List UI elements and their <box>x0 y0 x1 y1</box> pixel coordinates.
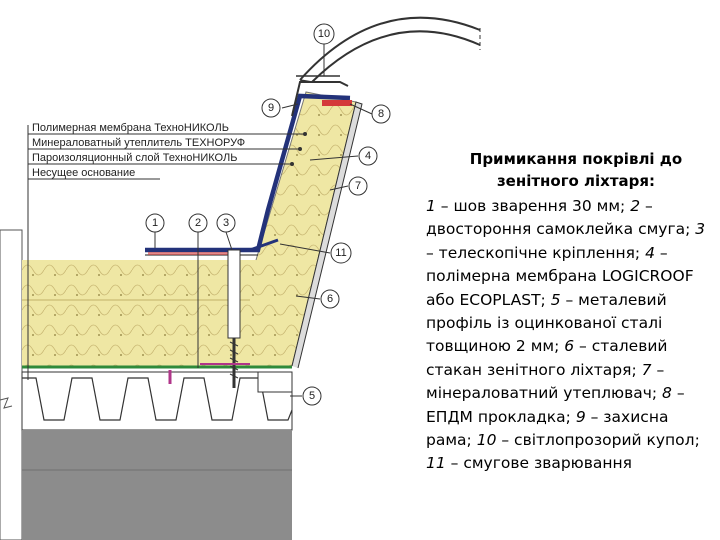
svg-text:7: 7 <box>355 180 361 192</box>
caption-item-text: – захисна рама; <box>426 407 669 450</box>
svg-text:8: 8 <box>378 108 384 120</box>
caption-item-text: – шов зварення 30 мм; <box>435 197 626 215</box>
wall-break-mark <box>0 397 13 409</box>
legend-line-1: Полимерная мембрана ТехноНИКОЛЬ <box>32 122 229 134</box>
base-structure <box>22 430 292 540</box>
callout-4: 4 <box>358 146 378 166</box>
caption-item-number: 7 <box>641 360 652 379</box>
caption-item-text: – сталевий стакан зенітного ліхтаря; <box>426 337 668 379</box>
translucent-dome-10 <box>299 16 481 81</box>
svg-text:3: 3 <box>223 217 229 229</box>
caption-item-number: 6 <box>564 337 575 356</box>
caption-item-text: – смугове зварювання <box>445 454 632 473</box>
skylight-upstand-6 <box>291 101 363 369</box>
caption-item-text: – мінераловатний утеплювач; <box>426 360 665 403</box>
caption-item-number: 2 <box>630 197 641 215</box>
callout-11: 11 <box>330 242 352 264</box>
caption-item-number: 5 <box>550 290 561 309</box>
callout-9: 9 <box>261 98 281 118</box>
callout-5: 5 <box>302 386 322 406</box>
deck-profile <box>22 377 293 421</box>
svg-text:11: 11 <box>335 247 346 259</box>
svg-text:2: 2 <box>195 217 201 229</box>
caption-item-text: – телескопічне кріплення; <box>426 243 641 262</box>
caption-item-number: 3 <box>695 220 706 239</box>
caption-items: 1 – шов зварення 30 мм; 2 – двостороння … <box>426 195 716 476</box>
legend-line-2: Минераловатный утеплитель ТЕХНОРУФ <box>32 137 245 149</box>
caption-item-number: 10 <box>476 431 497 450</box>
svg-text:1: 1 <box>152 217 158 229</box>
callout-2: 2 <box>188 213 208 233</box>
caption-item-number: 1 <box>426 197 436 215</box>
caption-item-number: 8 <box>662 384 672 403</box>
left-wall <box>0 229 23 540</box>
svg-text:9: 9 <box>268 102 274 114</box>
legend: Полимерная мембрана ТехноНИКОЛЬ Минерало… <box>27 122 307 380</box>
caption-item-text: – ЕПДМ прокладка; <box>426 384 685 426</box>
self-adhesive-strip-2 <box>148 252 228 255</box>
telescopic-fastener-3 <box>227 249 241 339</box>
legend-line-4: Несущее основание <box>32 167 135 179</box>
svg-text:6: 6 <box>327 293 333 305</box>
caption-item-text: – двостороння самоклейка смуга; <box>426 197 691 239</box>
callout-7: 7 <box>348 176 368 196</box>
caption-item-number: 11 <box>426 454 446 473</box>
caption-title: Примикання покрівлі до зенітного ліхтаря… <box>469 150 683 190</box>
callout-1: 1 <box>145 213 165 233</box>
caption-item-number: 4 <box>645 243 655 262</box>
legend-line-3: Пароизоляционный слой ТехноНИКОЛЬ <box>32 152 237 164</box>
epdm-gasket-8 <box>322 100 352 106</box>
svg-text:10: 10 <box>318 28 330 40</box>
steel-profile-5 <box>257 371 293 393</box>
svg-text:5: 5 <box>309 390 315 402</box>
polymer-membrane-4 <box>145 93 351 253</box>
callout-6: 6 <box>320 289 340 309</box>
strip-weld-11 <box>249 238 279 252</box>
svg-text:4: 4 <box>365 150 371 162</box>
callout-10: 10 <box>313 23 335 45</box>
caption-item-text: – металевий профіль із оцинкованої сталі… <box>426 290 667 356</box>
caption-item-number: 9 <box>575 407 586 426</box>
steel-deck <box>21 371 293 431</box>
protective-frame-9 <box>291 81 349 117</box>
caption-item-text: – світлопрозорий купол; <box>496 431 700 450</box>
caption-panel: Примикання покрівлі до зенітного ліхтаря… <box>426 148 716 476</box>
callout-3: 3 <box>216 213 236 233</box>
caption-item-text: – полімерна мембрана LOGICROOF або ECOPL… <box>426 243 694 309</box>
callout-8: 8 <box>371 104 391 124</box>
